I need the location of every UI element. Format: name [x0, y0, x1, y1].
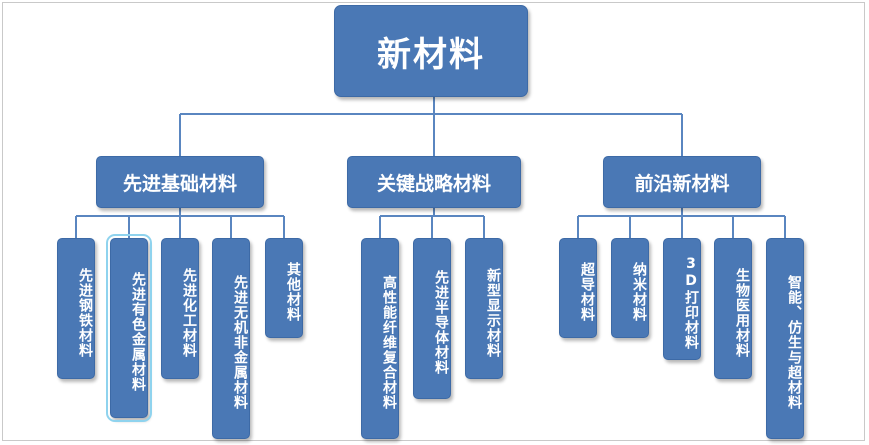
- leaf-node-advanced-inorganic[interactable]: 先进无机非金属材料: [212, 238, 250, 439]
- leaf-node-3d-printing[interactable]: 3D打印材料: [663, 238, 701, 360]
- root-node[interactable]: 新材料: [334, 5, 528, 97]
- category-node-key-strategic[interactable]: 关键战略材料: [347, 156, 521, 208]
- category-node-frontier[interactable]: 前沿新材料: [603, 156, 761, 208]
- leaf-node-nano[interactable]: 纳米材料: [611, 238, 649, 338]
- leaf-node-biomedical[interactable]: 生物医用材料: [714, 238, 752, 379]
- leaf-node-advanced-chemical[interactable]: 先进化工材料: [161, 238, 199, 379]
- leaf-node-other[interactable]: 其他材料: [265, 238, 303, 338]
- leaf-node-high-performance-fiber[interactable]: 高性能纤维复合材料: [361, 238, 399, 439]
- leaf-node-smart-biomimetic[interactable]: 智能、仿生与超材料: [766, 238, 804, 439]
- leaf-node-display[interactable]: 新型显示材料: [465, 238, 503, 379]
- leaf-node-advanced-steel[interactable]: 先进钢铁材料: [57, 238, 95, 379]
- leaf-node-advanced-nonferrous[interactable]: 先进有色金属材料: [106, 234, 152, 422]
- leaf-node-advanced-semiconductor[interactable]: 先进半导体材料: [413, 238, 451, 399]
- leaf-node-superconducting[interactable]: 超导材料: [559, 238, 597, 338]
- category-node-advanced-basic[interactable]: 先进基础材料: [96, 156, 264, 208]
